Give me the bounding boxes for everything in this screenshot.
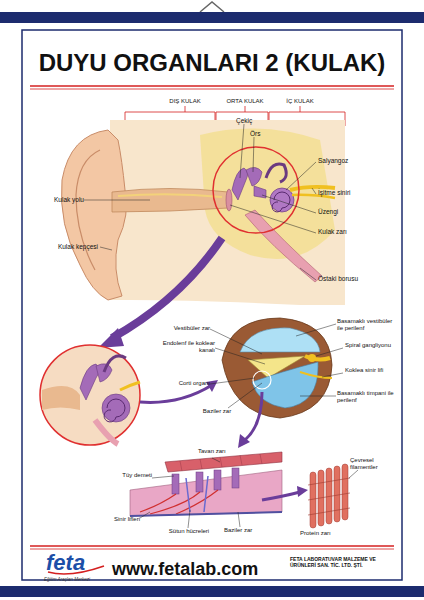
zoom-arrow	[245, 392, 262, 440]
leader-lines	[210, 324, 343, 408]
part-label: Üzengi	[318, 208, 368, 215]
part-label: Endolenf ile koklear kanalı	[155, 340, 215, 353]
cochlea-section	[222, 318, 332, 418]
leader-lines	[140, 458, 240, 528]
leader-line	[349, 470, 358, 478]
part-label: Kulak yolu	[34, 196, 84, 203]
arrow-head	[98, 328, 124, 348]
part-label: Çevresel filamentler	[350, 457, 396, 470]
zoom-spiral	[104, 399, 125, 422]
part-label: Basamaklı vestibüler ile perilenf	[337, 318, 395, 331]
red-rule	[30, 85, 394, 87]
tectorial-membrane	[165, 452, 282, 472]
part-label: Baziler zar	[192, 408, 242, 415]
part-label: İşitme siniri	[318, 189, 373, 196]
inner-ear	[266, 164, 294, 212]
part-label: Östaki borusu	[318, 275, 383, 282]
eardrum	[226, 189, 232, 211]
hanger-hook	[200, 2, 224, 12]
part-label: Koklea sinir lifi	[345, 367, 395, 374]
company-name: FETA LABORATUVAR MALZEME VE ÜRÜNLERİ SAN…	[290, 557, 390, 568]
basilar-membrane	[130, 512, 282, 516]
part-label: Tüy demeti	[100, 472, 152, 479]
zoom-canal	[42, 386, 80, 410]
zoom-tube	[95, 420, 118, 444]
part-label: Tavan zarı	[198, 448, 243, 455]
cochlea-spiral	[272, 192, 290, 212]
logo-text: feta	[46, 551, 116, 575]
eustachian-tube	[245, 210, 322, 282]
auricle	[61, 130, 126, 300]
part-label: Baziler zar	[224, 527, 269, 534]
filaments	[308, 478, 350, 515]
poster-frame	[22, 30, 402, 580]
zoom-arrow	[262, 492, 300, 500]
arrow-head	[238, 434, 250, 448]
zoom-nerve	[120, 382, 140, 390]
auricle-fold	[76, 150, 100, 270]
zoom-circle	[40, 345, 140, 445]
scala-vestibuli	[240, 328, 320, 352]
ossicles	[232, 167, 266, 200]
part-label: Çekiç	[236, 117, 266, 124]
part-label: Vestibüler zar	[150, 325, 210, 332]
nerve-fiber	[300, 372, 332, 378]
head-tissue	[110, 120, 345, 305]
section-magnifier	[253, 371, 271, 389]
part-label: Spiral gangliyonu	[345, 342, 395, 349]
corti-base	[130, 470, 282, 516]
part-label: Basamaklı timpani ile perilenf	[337, 390, 395, 403]
hair-cells	[172, 468, 239, 494]
part-label: Sütun hücreleri	[166, 528, 212, 535]
section-label: ORTA KULAK	[210, 98, 280, 105]
ganglion-dot	[308, 354, 316, 362]
part-label: Protein zarı	[300, 530, 355, 537]
part-label: Sinir lifleri	[88, 516, 140, 523]
pillar-cells	[186, 476, 208, 512]
red-rule	[30, 549, 394, 550]
red-rule	[30, 89, 394, 90]
protein-membrane	[310, 464, 348, 528]
arrow-head	[297, 486, 308, 497]
top-rail	[0, 12, 424, 23]
part-label: Örs	[250, 130, 280, 137]
part-label: Salyangoz	[318, 157, 368, 164]
section-label: İÇ KULAK	[265, 98, 335, 105]
zoom-arrow	[112, 238, 222, 338]
canal-wax	[118, 194, 222, 197]
leader-lines	[84, 124, 316, 280]
website-url: www.fetalab.com	[112, 560, 282, 580]
membrane-stripes	[180, 454, 262, 471]
part-label: Corti organı	[150, 380, 210, 387]
bottom-rail	[0, 586, 424, 597]
zoom-arrow	[140, 385, 212, 402]
section-label: DIŞ KULAK	[150, 98, 220, 105]
red-rule	[30, 545, 394, 547]
poster-title: DUYU ORGANLARI 2 (KULAK)	[34, 50, 390, 76]
part-label: Kulak zarı	[318, 228, 368, 235]
part-label: Kulak kepçesi	[40, 243, 98, 250]
